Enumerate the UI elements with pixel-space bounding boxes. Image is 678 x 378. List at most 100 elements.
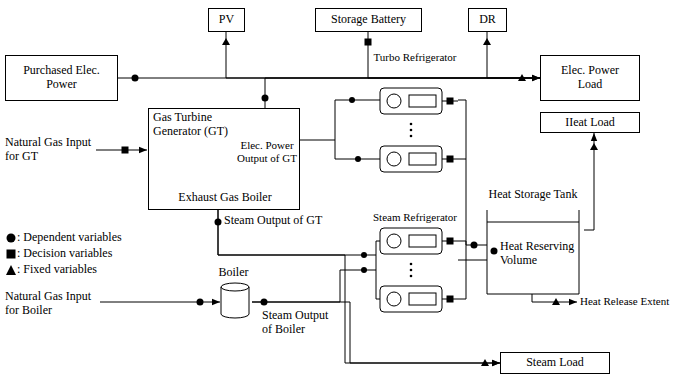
load-box: IIeat Load: [540, 112, 640, 133]
connector: [218, 210, 500, 363]
node-label: Heat Reserving Volume: [500, 240, 580, 268]
connector: [584, 133, 594, 230]
legend-row: : Fixed variables: [5, 262, 122, 278]
text-holder: Steam Refrigerator: [372, 211, 458, 224]
refrigerator-icon: [409, 293, 436, 305]
load-box: Elec. Power Load: [540, 55, 640, 101]
legend-text: : Decision variables: [17, 247, 112, 261]
storage-tank: Heat Storage TankHeat Reserving Volume: [482, 188, 584, 296]
wire: [482, 245, 487, 260]
generator-box: Gas Turbine Generator (GT) Exhaust Gas Bo…: [148, 108, 300, 210]
text-holder: Steam Output of GT: [224, 214, 334, 228]
ellipsis-dot: [410, 123, 413, 126]
connector: [252, 302, 500, 363]
refrigerator-group: Steam Refrigerator: [372, 210, 458, 322]
annotation-label: Steam Output of GT: [224, 214, 334, 228]
annotation-label: Natural Gas Input for GT: [5, 136, 93, 164]
legend-text: : Fixed variables: [17, 263, 97, 277]
text-holder: Heat Release Extent: [580, 295, 676, 308]
text-holder: Boiler: [215, 266, 252, 280]
node-label: Purchased Elec. Power: [12, 64, 112, 92]
node-label: Elec. Power Load: [555, 64, 625, 92]
text-holder: Purchased Elec. Power: [12, 64, 112, 92]
text-holder: Elec. Power Output of GT: [235, 139, 299, 164]
dependent-dot: [197, 299, 204, 306]
legend-symbol: [5, 264, 17, 276]
connector: [487, 32, 540, 78]
node-label: Boiler: [215, 266, 252, 280]
ellipsis-dot: [410, 275, 413, 278]
wire: [372, 241, 380, 299]
text-holder: Heat Storage Tank: [482, 188, 584, 202]
connector: [226, 32, 540, 78]
dependent-dot: [491, 248, 498, 255]
text-holder: Storage Battery: [331, 13, 406, 27]
ellipsis-dot: [410, 135, 413, 138]
legend-symbol: [5, 248, 17, 260]
decision-square: [447, 296, 454, 303]
node-label: Turbo Refrigerator: [372, 51, 458, 64]
connector: [458, 100, 482, 245]
text-holder: Natural Gas Input for Boiler: [5, 290, 99, 318]
wire: [335, 100, 380, 159]
node-label: Exhaust Gas Boiler: [153, 191, 297, 205]
refrigerator-icon: [387, 292, 401, 306]
text-holder: Turbo Refrigerator: [372, 51, 458, 64]
boiler-cylinder: [221, 287, 249, 318]
load-box: Steam Load: [500, 352, 610, 374]
text-holder: Elec. Power Load: [555, 64, 625, 92]
connector: [218, 210, 372, 255]
node-label: IIeat Load: [565, 116, 615, 130]
node-label: Steam Load: [526, 356, 584, 370]
wire: [442, 241, 466, 299]
refrigerator-icon: [380, 228, 442, 254]
connector: [252, 270, 372, 302]
text-holder: PV: [219, 13, 234, 27]
refrigerator-icon: [409, 95, 436, 107]
text-holder: Steam Load: [526, 356, 584, 370]
ellipsis-dot: [410, 263, 413, 266]
refrigerator-icon: [387, 234, 401, 248]
legend-text: : Dependent variables: [17, 231, 122, 245]
text-holder: Steam Output of Boiler: [262, 309, 337, 337]
source-box: Purchased Elec. Power: [5, 55, 118, 101]
legend-symbol: [5, 232, 17, 244]
refrigerator-icon: [387, 94, 401, 108]
decision-square: [447, 156, 454, 163]
decision-square: [122, 147, 129, 154]
text-holder: Gas Turbine Generator (GT): [153, 111, 243, 139]
legend-row: : Dependent variables: [5, 230, 122, 246]
source-box: PV: [208, 8, 245, 32]
refrigerator-group: Turbo Refrigerator: [372, 50, 458, 174]
wire: [442, 101, 466, 159]
node-label: Elec. Power Output of GT: [235, 139, 299, 164]
refrigerator-icon: [409, 153, 436, 165]
connector: [265, 78, 540, 108]
node-label: PV: [219, 13, 234, 27]
legend-swatch: [6, 265, 16, 275]
annotation-label: Heat Release Extent: [580, 295, 676, 308]
text-holder: IIeat Load: [565, 116, 615, 130]
text-holder: Exhaust Gas Boiler: [153, 191, 297, 205]
refrigerator-icon: [380, 146, 442, 172]
node-label: Storage Battery: [331, 13, 406, 27]
tank-outline: [487, 210, 579, 294]
text-holder: Natural Gas Input for GT: [5, 136, 93, 164]
legend-swatch: [7, 234, 16, 243]
node-label: DR: [479, 13, 496, 27]
text-holder: Heat Reserving Volume: [500, 240, 580, 268]
connector: [300, 100, 372, 140]
legend-row: : Decision variables: [5, 246, 122, 262]
connector: [368, 32, 540, 78]
refrigerator-icon: [387, 152, 401, 166]
fixed-triangle: [552, 298, 560, 305]
source-box: Storage Battery: [315, 8, 422, 32]
annotation-label: Steam Output of Boiler: [262, 309, 337, 337]
legend: : Dependent variables : Decision variable…: [5, 230, 122, 278]
decision-square: [447, 98, 454, 105]
dependent-dot: [355, 156, 361, 162]
boiler-cylinder: [221, 283, 249, 291]
refrigerator-icon: [380, 286, 442, 312]
